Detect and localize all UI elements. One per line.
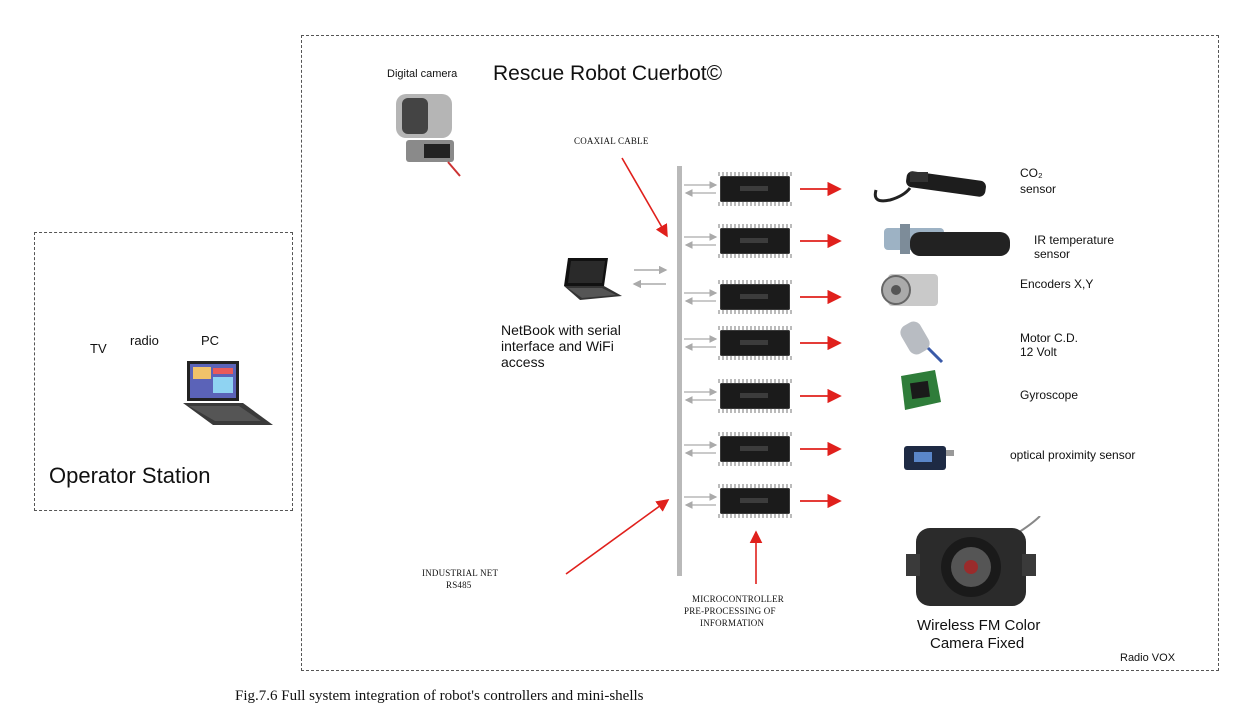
rs485-bus xyxy=(677,166,682,576)
microcontroller-label-line3: INFORMATION xyxy=(700,618,765,628)
operator-station-box: TV radio PC Operator Station xyxy=(34,232,293,511)
radio-vox-label: Radio VOX xyxy=(1120,652,1176,664)
microcontroller-chip xyxy=(718,432,792,466)
netbook-label-line2: interface and WiFi xyxy=(501,338,614,354)
sensor-label-line2: sensor xyxy=(1034,247,1071,261)
digital-camera-icon xyxy=(396,94,461,177)
gyroscope-icon xyxy=(901,370,941,410)
coaxial-cable-arrow xyxy=(621,157,668,238)
sensor-label-line2: 12 Volt xyxy=(1020,345,1057,359)
sensor-label-line1: Gyroscope xyxy=(1020,388,1079,402)
sensor-label-line1: IR temperature xyxy=(1034,233,1115,247)
microcontroller-chip xyxy=(718,326,792,360)
wireless-camera-icon xyxy=(906,516,1041,606)
microcontroller-chip xyxy=(718,280,792,314)
sensor-label-line1: CO₂ xyxy=(1020,166,1043,180)
dc-motor-icon xyxy=(900,321,944,364)
microcontroller-chip xyxy=(718,484,792,518)
industrial-net-label-line1: INDUSTRIAL NET xyxy=(422,568,499,578)
robot-title: Rescue Robot Cuerbot© xyxy=(493,62,723,85)
microcontroller-chip xyxy=(718,172,792,206)
microcontroller-chip xyxy=(718,224,792,258)
optical-proximity-sensor-icon xyxy=(904,446,954,470)
tv-label: TV xyxy=(90,341,107,356)
coaxial-cable-label: COAXIAL CABLE xyxy=(574,136,649,146)
netbook-icon xyxy=(564,258,622,300)
pc-label: PC xyxy=(201,333,220,348)
wireless-camera-label-line2: Camera Fixed xyxy=(930,635,1025,652)
ir-temperature-sensor-icon xyxy=(884,224,1010,256)
robot-system-box xyxy=(301,35,1219,671)
sensor-label-line1: optical proximity sensor xyxy=(1010,448,1136,462)
netbook-label-line1: NetBook with serial xyxy=(501,322,621,338)
co2-sensor-icon xyxy=(873,171,986,203)
sensor-label-line1: Motor C.D. xyxy=(1020,331,1079,345)
sensor-label-line1: Encoders X,Y xyxy=(1020,277,1094,291)
netbook-label-line3: access xyxy=(501,354,545,370)
industrial-net-arrow xyxy=(565,499,670,575)
figure-caption: Fig.7.6 Full system integration of robot… xyxy=(235,688,644,704)
radio-label: radio xyxy=(130,333,159,348)
sensor-label-line2: sensor xyxy=(1020,182,1057,196)
encoder-icon xyxy=(881,274,938,306)
operator-station-title: Operator Station xyxy=(49,463,211,488)
wireless-camera-label-line1: Wireless FM Color xyxy=(917,617,1041,634)
digital-camera-label: Digital camera xyxy=(387,68,458,80)
industrial-net-label-line2: RS485 xyxy=(446,580,472,590)
microcontroller-label-line1: MICROCONTROLLER xyxy=(692,594,785,604)
microcontroller-label-line2: PRE-PROCESSING OF xyxy=(684,606,776,616)
microcontroller-chip xyxy=(718,379,792,413)
pc-laptop-icon xyxy=(183,361,273,425)
